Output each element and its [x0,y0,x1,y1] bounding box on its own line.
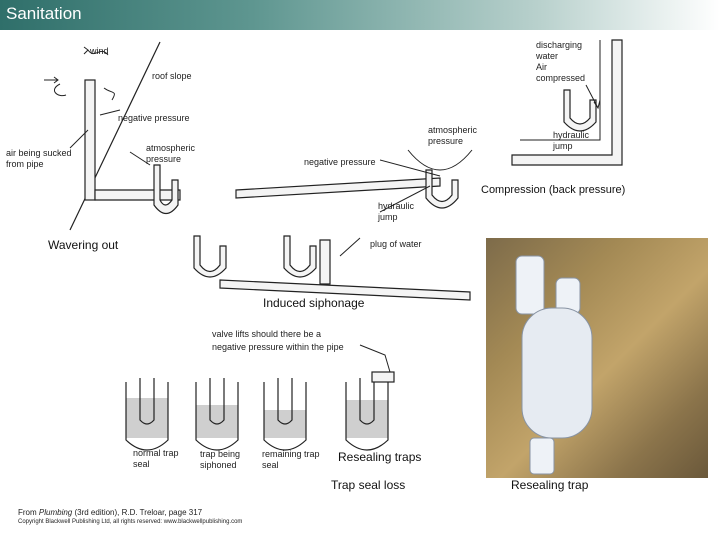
trap-row [125,371,395,451]
label-hydraulic-jump-right: hydraulic jump [553,130,590,151]
heading-wavering-out: Wavering out [48,238,119,252]
resealing-trap-photo [486,238,708,478]
label-wind: wind [90,46,109,56]
label-negative-pressure-top: negative pressure [118,113,190,123]
air-arrow-icon [44,76,59,84]
label-roof-slope: roof slope [152,71,192,81]
roof-slope-line [69,41,161,231]
source-book: Plumbing [38,508,73,517]
label-discharging: discharging water Air compressed [536,40,586,83]
induced-pipe-long [219,279,471,301]
heading-resealing-traps: Resealing traps [338,450,422,464]
label-trap-siphoned: trap being siphoned [200,449,241,470]
source-citation: From Plumbing (3rd edition), R.D. Treloa… [18,508,202,517]
induced-trap-right [283,235,317,278]
right-stack-pipe [511,39,623,166]
valve-pointer-line [359,344,391,373]
wind-arrow-right-icon [103,87,115,101]
caption-trap-seal-loss: Trap seal loss [331,478,406,492]
caption-resealing-trap: Resealing trap [511,478,589,492]
left-branch-pipe [94,189,181,201]
resealing-trap-illustration [515,255,593,475]
right-trap [563,89,597,132]
compression-arrow-icon [585,84,601,110]
source-rest: (3rd edition), R.D. Treloar, page 317 [72,508,203,517]
heading-induced-siphonage: Induced siphonage [263,296,365,310]
label-normal-trap: normal trap seal [133,448,179,469]
label-air-sucked: air being sucked from pipe [6,148,72,169]
label-hydraulic-jump-mid: hydraulic jump [378,201,415,222]
induced-vertical [319,239,331,285]
wind-arrow-left-icon [54,83,67,97]
source-prefix: From [18,508,39,517]
middle-basin [407,149,473,171]
label-atmospheric-left: atmospheric pressure [146,143,196,164]
right-stack-inner [520,40,601,141]
copyright-notice: Copyright Blackwell Publishing Ltd, all … [18,519,243,525]
wind-arrow-icon [83,46,109,56]
label-remaining-trap: remaining trap seal [262,449,320,470]
heading-compression: Compression (back pressure) [481,184,626,196]
induced-trap-left [193,235,227,278]
page-title: Sanitation [6,4,82,23]
label-valve-note: valve lifts should there be a negative p… [212,329,344,352]
middle-branch-pipe [235,177,441,199]
title-bar: Sanitation [0,0,720,30]
middle-trap [425,169,459,209]
label-negative-pressure-mid: negative pressure [304,157,376,167]
label-atmospheric-mid: atmospheric pressure [428,125,478,146]
left-trap [153,164,179,215]
left-stack-pipe [84,79,96,201]
label-plug-of-water: plug of water [370,239,422,249]
